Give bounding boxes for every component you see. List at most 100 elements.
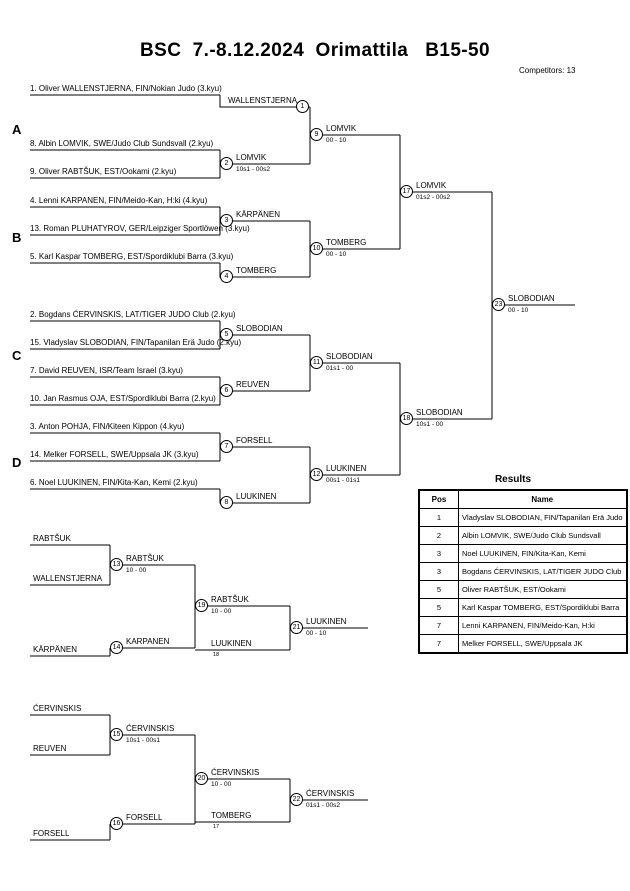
pool-label-b: B [12, 230, 22, 245]
result-name: Melker FORSELL, SWE/Uppsala JK [458, 634, 627, 654]
match-winner-2: LOMVIK [236, 153, 267, 162]
match-circle-20: 20 [195, 772, 208, 785]
match-winner-10: TOMBERG [326, 238, 367, 247]
competitor-7: 7. David REUVEN, ISR/Team Israel (3.kyu) [30, 366, 183, 375]
match-winner-13: RABTŠUK [126, 554, 164, 563]
match-winner-15: ĆERVINSKIS [126, 724, 175, 733]
repechage-entry-reuven: REUVEN [33, 744, 67, 753]
match-winner-22: ĆERVINSKIS [306, 789, 355, 798]
result-pos: 5 [418, 580, 459, 599]
final-rounds-lines [309, 107, 575, 503]
results-heading: Results [494, 474, 532, 485]
match-circle-4: 4 [220, 270, 233, 283]
match-circle-3: 3 [220, 214, 233, 227]
competitor-2: 2. Bogdans ĆERVINSKIS, LAT/TIGER JUDO Cl… [30, 310, 236, 319]
match-circle-17: 17 [400, 185, 413, 198]
results-row: 3 Bogdans ĆERVINSKIS, LAT/TIGER JUDO Clu… [418, 562, 627, 581]
match-winner-3: KÄRPÄNEN [236, 210, 281, 219]
match-circle-13: 13 [110, 558, 123, 571]
pool-label-c: C [12, 348, 22, 363]
result-name: Lenni KARPANEN, FIN/Meido-Kan, H:ki [458, 616, 627, 635]
dropin-tomberg: TOMBERG [211, 811, 252, 820]
match-circle-11: 11 [310, 356, 323, 369]
competitor-10: 10. Jan Rasmus OJA, EST/Spordiklubi Barr… [30, 394, 216, 403]
match-circle-14: 14 [110, 641, 123, 654]
match-winner-11: SLOBODIAN [326, 352, 373, 361]
match-winner-20: ĆERVINSKIS [211, 768, 260, 777]
result-name: Albin LOMVIK, SWE/Judo Club Sundsvall [458, 526, 627, 545]
match-winner-8: LUUKINEN [236, 492, 277, 501]
result-pos: 1 [418, 508, 459, 527]
repechage-entry-karpanen: KÄRPÄNEN [33, 645, 78, 654]
result-pos: 5 [418, 598, 459, 617]
result-pos: 3 [418, 544, 459, 563]
match-winner-12: LUUKINEN [326, 464, 367, 473]
results-row: 3 Noel LUUKINEN, FIN/Kita-Kan, Kemi [418, 544, 627, 563]
match-score-23: 00 - 10 [508, 307, 529, 314]
results-col-name: Name [458, 489, 627, 509]
match-winner-1: WALLENSTJERNA [228, 96, 298, 105]
match-circle-15: 15 [110, 728, 123, 741]
match-circle-16: 16 [110, 817, 123, 830]
match-winner-21: LUUKINEN [306, 617, 347, 626]
match-circle-9: 9 [310, 128, 323, 141]
match-score-9: 00 - 10 [326, 137, 347, 144]
match-score-21: 00 - 10 [306, 630, 327, 637]
results-row: 5 Karl Kaspar TOMBERG, EST/Spordiklubi B… [418, 598, 627, 617]
repechage-entry-cervinskis: ĆERVINSKIS [33, 704, 82, 713]
match-circle-6: 6 [220, 384, 233, 397]
match-score-11: 01s1 - 00 [326, 365, 354, 372]
match-score-10: 00 - 10 [326, 251, 347, 258]
match-winner-9: LOMVIK [326, 124, 357, 133]
results-table: Pos Name 1 Vladyslav SLOBODIAN, FIN/Tapa… [418, 489, 628, 654]
match-winner-19: RABTŠUK [211, 595, 249, 604]
competitor-15: 15. Vladyslav SLOBODIAN, FIN/Tapanilan E… [30, 338, 242, 347]
dropin-tomberg-from: 17 [213, 824, 220, 830]
competitor-lines [30, 94, 220, 490]
results-col-pos: Pos [418, 489, 459, 509]
results-header-row: Pos Name [418, 489, 627, 509]
result-pos: 7 [418, 616, 459, 635]
match-winner-5: SLOBODIAN [236, 324, 283, 333]
match-circle-10: 10 [310, 242, 323, 255]
match-winner-6: REUVEN [236, 380, 270, 389]
match-score-19: 10 - 00 [211, 608, 232, 615]
dropin-luukinen: LUUKINEN [211, 639, 252, 648]
result-pos: 2 [418, 526, 459, 545]
match-score-2: 10s1 - 00s2 [236, 166, 270, 173]
match-score-20: 10 - 00 [211, 781, 232, 788]
match-circle-5: 5 [220, 328, 233, 341]
repechage-entry-rabtsuk: RABTŠUK [33, 534, 71, 543]
match-circle-21: 21 [290, 621, 303, 634]
match-score-17: 01s2 - 00s2 [416, 194, 450, 201]
match-score-13: 10 - 00 [126, 567, 147, 574]
match-score-12: 00s1 - 01s1 [326, 477, 360, 484]
result-name: Vladyslav SLOBODIAN, FIN/Tapanilan Erä J… [458, 508, 627, 527]
match-winner-23: SLOBODIAN [508, 294, 555, 303]
competitor-3: 3. Anton POHJA, FIN/Kiteen Kippon (4.kyu… [30, 422, 185, 431]
competitor-1: 1. Oliver WALLENSTJERNA, FIN/Nokian Judo… [30, 84, 222, 93]
result-name: Oliver RABTŠUK, EST/Ookami [458, 580, 627, 599]
repechage-entry-forsell: FORSELL [33, 829, 70, 838]
competitor-4: 4. Lenni KARPANEN, FIN/Meido-Kan, H:ki (… [30, 196, 208, 205]
match-circle-2: 2 [220, 157, 233, 170]
match-winner-14: KARPANEN [126, 637, 170, 646]
match-circle-7: 7 [220, 440, 233, 453]
match-winner-18: SLOBODIAN [416, 408, 463, 417]
pool-label-a: A [12, 122, 22, 137]
match-circle-1: 1 [296, 100, 309, 113]
results-row: 2 Albin LOMVIK, SWE/Judo Club Sundsvall [418, 526, 627, 545]
competitor-8: 8. Albin LOMVIK, SWE/Judo Club Sundsvall… [30, 139, 214, 148]
result-pos: 3 [418, 562, 459, 581]
dropin-luukinen-from: 18 [213, 652, 220, 658]
results-row: 1 Vladyslav SLOBODIAN, FIN/Tapanilan Erä… [418, 508, 627, 527]
match-winner-16: FORSELL [126, 813, 163, 822]
match-circle-22: 22 [290, 793, 303, 806]
match-circle-12: 12 [310, 468, 323, 481]
match-score-18: 10s1 - 00 [416, 421, 444, 428]
competitors-count: Competitors: 13 [519, 66, 576, 75]
match-circle-18: 18 [400, 412, 413, 425]
match-score-15: 10s1 - 00s1 [126, 737, 160, 744]
pool-label-d: D [12, 455, 22, 470]
